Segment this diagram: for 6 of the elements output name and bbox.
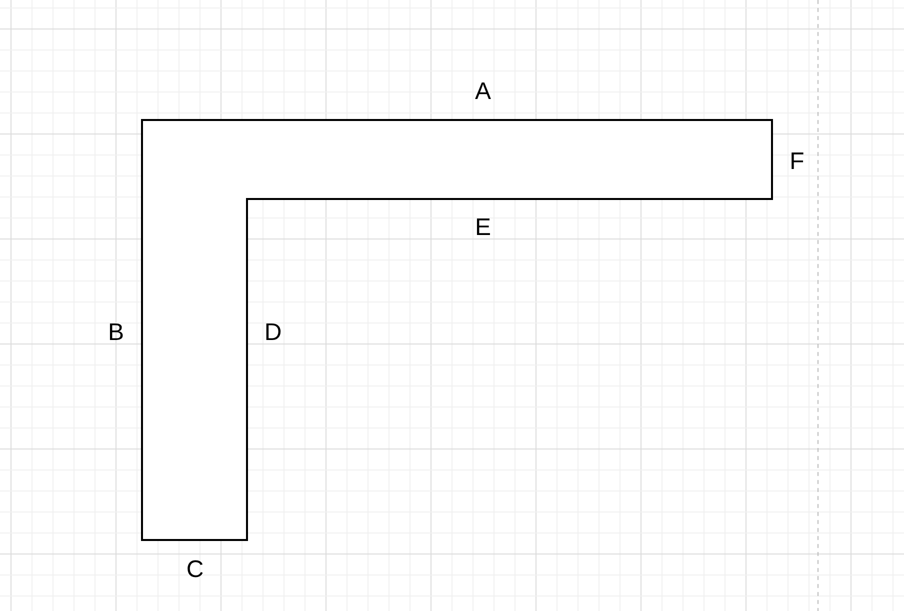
side-label: B bbox=[108, 321, 124, 345]
side-label: A bbox=[475, 80, 491, 104]
side-label: D bbox=[264, 321, 282, 345]
side-label: C bbox=[186, 558, 204, 582]
side-label: F bbox=[790, 150, 804, 174]
side-label: E bbox=[475, 216, 491, 240]
